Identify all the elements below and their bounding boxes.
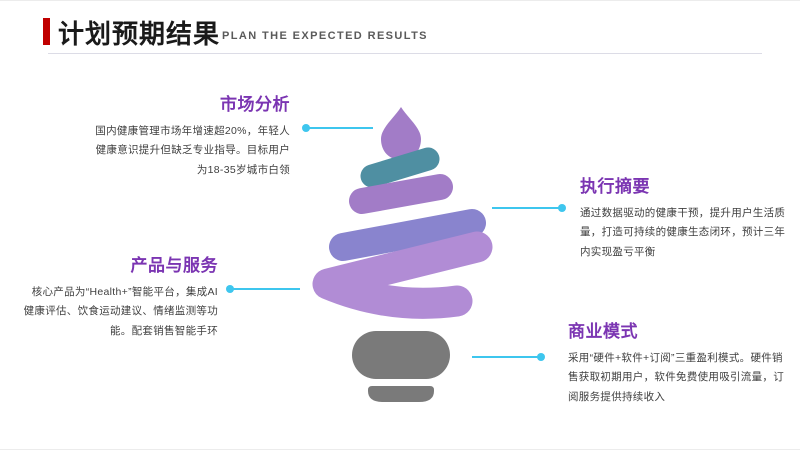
- market-title: 市场分析: [220, 95, 290, 114]
- droplet-shape: [381, 107, 421, 160]
- business-body: 采用“硬件+软件+订阅”三重盈利模式。硬件销售获取初期用户，软件免费使用吸引流量…: [568, 352, 784, 403]
- summary-title: 执行摘要: [580, 177, 650, 196]
- coil-lavender: [349, 174, 453, 214]
- connector-business-dot: [537, 353, 545, 361]
- callout-summary: 执行摘要 通过数据驱动的健康干预，提升用户生活质量，打造可持续的健康生态闭环，预…: [580, 176, 792, 262]
- callout-product: 产品与服务 核心产品为“Health+”智能平台，集成AI健康评估、饮食运动建议…: [23, 255, 218, 341]
- connector-business: [472, 353, 545, 361]
- connector-summary-dot: [558, 204, 566, 212]
- bulb-base-foot: [368, 386, 434, 402]
- coil-teal: [360, 147, 440, 188]
- page-title: 计划预期结果: [58, 19, 221, 49]
- connector-market: [302, 124, 373, 132]
- connector-product: [226, 285, 300, 293]
- coil-periwinkle: [329, 209, 486, 261]
- callout-business: 商业模式 采用“硬件+软件+订阅”三重盈利模式。硬件销售获取初期用户，软件免费使…: [568, 321, 793, 407]
- connector-product-dot: [226, 285, 234, 293]
- connector-summary: [492, 204, 566, 212]
- page-subtitle: PLAN THE EXPECTED RESULTS: [222, 30, 428, 42]
- title-accent-bar: [43, 18, 50, 45]
- coil-chevron: [312, 231, 493, 319]
- summary-body: 通过数据驱动的健康干预，提升用户生活质量，打造可持续的健康生态闭环，预计三年内实…: [580, 207, 786, 258]
- product-body: 核心产品为“Health+”智能平台，集成AI健康评估、饮食运动建议、情绪监测等…: [23, 286, 218, 337]
- connector-market-dot: [302, 124, 310, 132]
- market-body: 国内健康管理市场年增速超20%，年轻人健康意识提升但缺乏专业指导。目标用户为18…: [95, 125, 290, 176]
- product-title: 产品与服务: [130, 256, 218, 275]
- callout-market: 市场分析 国内健康管理市场年增速超20%，年轻人健康意识提升但缺乏专业指导。目标…: [85, 94, 290, 180]
- bulb-base: [352, 331, 450, 379]
- business-title: 商业模式: [568, 322, 638, 341]
- header-divider: [48, 53, 762, 54]
